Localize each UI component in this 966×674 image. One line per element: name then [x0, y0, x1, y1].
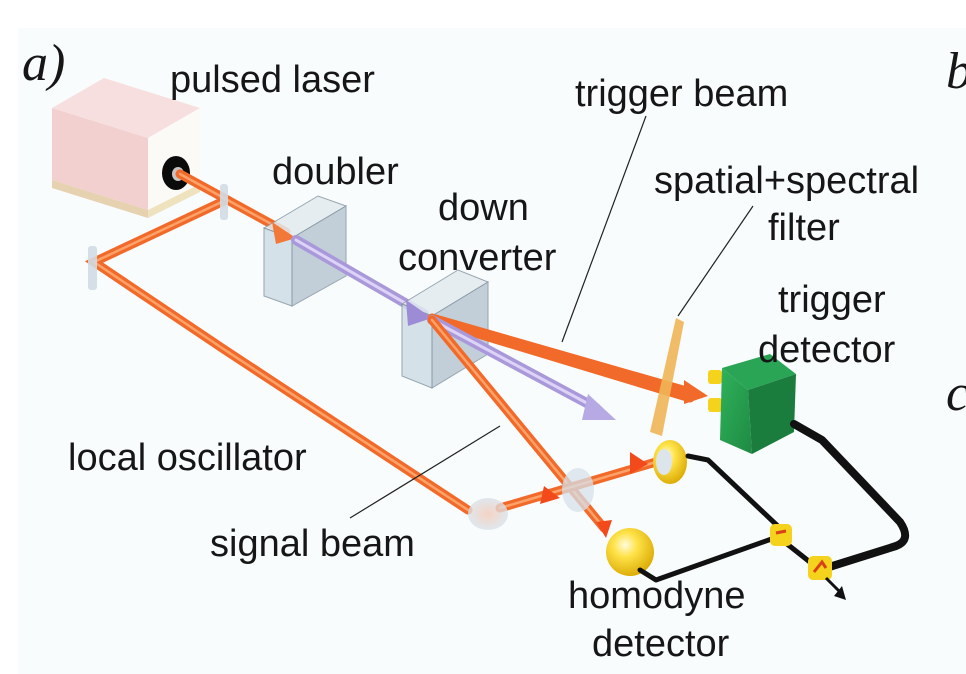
label-doubler: doubler	[272, 151, 399, 193]
cable-upper-diode	[685, 453, 785, 533]
label-pulsed-laser: pulsed laser	[170, 59, 375, 101]
label-local-oscillator: local oscillator	[68, 437, 307, 479]
homodyne-photodiode-lower	[606, 528, 654, 576]
gate-box	[808, 556, 832, 580]
homodyne-photodiode-upper	[653, 440, 687, 484]
doubler-input-arrow-icon	[272, 222, 296, 244]
label-homodyne-detector-line1: homodyne	[568, 575, 745, 617]
label-signal-beam: signal beam	[210, 523, 415, 565]
spatial-spectral-filter	[650, 318, 684, 436]
label-homodyne-detector-line2: detector	[592, 623, 730, 665]
local-oscillator-beam	[84, 195, 473, 515]
label-filter-line1: spatial+spectral	[654, 160, 919, 202]
uv-pump-beam	[291, 235, 429, 319]
trigger-detector	[708, 354, 796, 454]
label-trigger-detector-line1: trigger	[778, 279, 886, 321]
down-converter-input-arrow-icon	[406, 300, 432, 326]
leader-filter	[677, 205, 754, 317]
label-trigger-beam: trigger beam	[575, 73, 788, 115]
label-trigger-detector-line2: detector	[758, 329, 896, 371]
label-filter-line2: filter	[768, 207, 840, 249]
label-down-converter-line2: converter	[398, 237, 557, 279]
trigger-beam	[427, 313, 708, 404]
signal-arrowhead-icon	[596, 520, 612, 538]
leader-trigger-beam	[561, 115, 647, 343]
label-down-converter-line1: down	[438, 187, 529, 229]
panel-label-a: a)	[22, 35, 65, 92]
mirror-2	[88, 246, 97, 290]
uv-arrowhead-icon	[582, 394, 616, 420]
uv-residual-beam	[427, 315, 616, 420]
cable-trigger-detector	[790, 420, 910, 572]
panel-label-c: c	[946, 365, 966, 422]
pump-beam-red	[175, 169, 291, 237]
output-arrow-icon	[824, 576, 846, 600]
homodyne-beamsplitter	[562, 468, 594, 512]
mirror-1	[220, 184, 228, 220]
cable-lower-diode	[637, 533, 783, 583]
lo-mirror	[468, 498, 508, 530]
leader-signal-beam	[349, 425, 501, 519]
panel-label-b: b	[946, 43, 966, 100]
subtractor-box	[770, 524, 792, 546]
